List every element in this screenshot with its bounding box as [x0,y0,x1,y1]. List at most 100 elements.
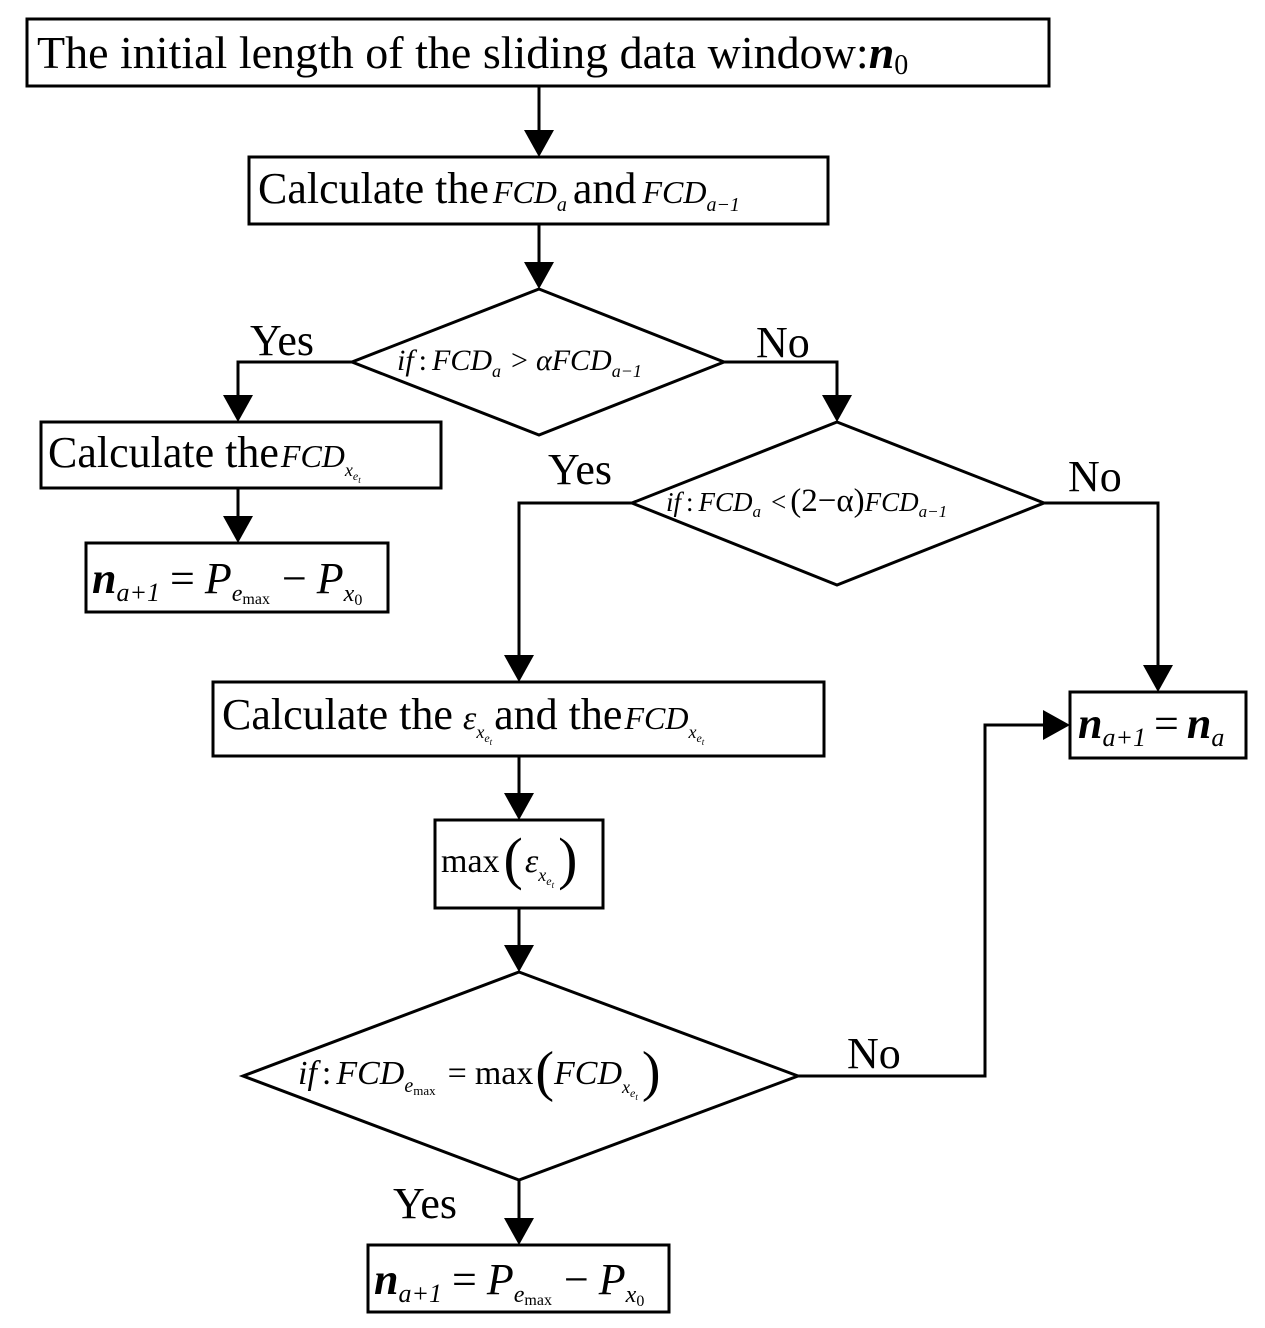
d3-colon: : [322,1055,331,1092]
nbottom-P: P [486,1255,514,1304]
svg-text:na+1=Pemax−Px0: na+1=Pemax−Px0 [92,554,362,609]
svg-text:Calculate theFCDxet: Calculate theFCDxet [48,428,361,485]
arrow-decision2-no [1044,501,1160,665]
calceps-sub-x: x [475,722,484,742]
d1-sub-a: a [492,361,501,381]
edge-labels: Yes No Yes No No Yes [250,316,1122,1228]
d1-if: if [397,344,417,377]
d3-lp: ( [535,1041,554,1103]
calc1-fcd-a1: FCD [641,174,706,210]
d3-eq: = [448,1055,467,1092]
arrowhead-decision3 [504,945,534,972]
d2-colon: : [686,487,694,517]
svg-text:na+1=na: na+1=na [1078,699,1224,752]
decision-2: if:FCDa<(2−α)FCDa−1 [627,420,1049,587]
nleft-sub-x: x [343,581,355,607]
d3-sub-max: max [413,1083,436,1098]
arrow-decision3-no [798,723,1043,1078]
start-box [25,17,1051,88]
n-right-node: na+1=na [1068,690,1248,760]
nleft-n: n [92,554,116,603]
label-no-3: No [847,1029,901,1078]
calceps-sub-t2: t [702,737,705,747]
nbottom-P2: P [598,1255,626,1304]
start-sub: 0 [894,50,908,81]
svg-text:max(εxet): max(εxet) [441,826,577,891]
arrowhead-n-right [1143,665,1173,692]
nright-sub-a: a [1211,723,1224,752]
arrowhead-calc-eps [504,655,534,682]
n-left-box [84,541,390,614]
label-yes-1: Yes [250,316,314,365]
arrowhead-n-bottom [504,1218,534,1245]
label-yes-3: Yes [393,1179,457,1228]
calceps-pre: Calculate the [222,690,453,739]
nright-eq: = [1154,699,1179,748]
calceps-eps: ε [463,700,477,737]
maxeps-max: max [441,843,500,880]
calcleft-sub-e: e [353,469,359,483]
nbottom-minus: − [564,1255,589,1304]
calc1-sub-a: a [557,194,567,216]
nright-n2: n [1187,699,1211,748]
calc-eps-box [211,680,826,758]
calc1-pre: Calculate the [258,164,489,213]
calcleft-fcd: FCD [280,438,345,474]
n-bottom-node: na+1=Pemax−Px0 [366,1243,671,1314]
calceps-sub-x2: x [687,722,696,742]
d3-fcd2: FCD [553,1055,622,1092]
nbottom-sub-max: max [524,1292,552,1309]
maxeps-eps: ε [525,843,539,880]
arrow-decision1-yes [236,360,352,395]
label-no-1: No [756,318,810,367]
arrow-decision2-yes [517,501,632,655]
nleft-sub-0: 0 [354,592,362,609]
d3-sub-t: t [635,1092,638,1102]
nleft-minus: − [282,554,307,603]
arrowhead-decision1 [524,262,554,289]
nleft-sub-max: max [242,591,270,608]
start-text: The initial length of the sliding data w… [37,27,869,78]
d1-fcd-a: FCD [431,344,492,377]
label-no-2: No [1068,452,1122,501]
nleft-P2: P [316,554,344,603]
nbottom-eq: = [452,1255,477,1304]
svg-text:The initial length of the slid: The initial length of the sliding data w… [37,27,908,81]
nbottom-sub-x: x [625,1282,637,1308]
nleft-sub-a1: a+1 [116,578,160,607]
n-left-node: na+1=Pemax−Px0 [84,541,390,614]
nleft-P: P [204,554,232,603]
calc-fcd-xet-left-node: Calculate theFCDxet [39,420,443,490]
svg-text:if:FCDemax=max(FCDxet): if:FCDemax=max(FCDxet) [298,1041,661,1103]
d1-op: > [511,344,528,377]
d3-rp: ) [642,1041,661,1103]
n-bottom-box [366,1243,671,1314]
d2-sub-a: a [753,502,762,521]
max-eps-box [433,818,605,910]
nbottom-n: n [374,1255,398,1304]
d2-fcd-a: FCD [698,487,754,517]
calceps-sub-e: e [484,731,490,745]
calc-left-box [39,420,443,490]
d2-op: < [771,487,786,517]
calceps-and-the: and the [494,690,622,739]
d3-sub-x: x [621,1077,630,1097]
decision-3: if:FCDemax=max(FCDxet) [238,970,803,1182]
maxeps-sub-t: t [552,880,555,890]
calcleft-pre: Calculate the [48,428,279,477]
label-yes-2: Yes [548,445,612,494]
decision-1-diamond [347,287,729,437]
d1-colon: : [419,344,427,377]
arrowhead-n-right-side [1043,710,1070,740]
arrowhead-decision2 [822,395,852,422]
maxeps-lp: ( [504,826,523,891]
d3-if: if [298,1055,321,1092]
n-right-box [1068,690,1248,760]
d1-fcd-a1: FCD [551,344,612,377]
nbottom-sub-0: 0 [636,1293,644,1310]
calceps-sub-e2: e [696,731,702,745]
start-node: The initial length of the sliding data w… [25,17,1051,88]
calc-fcd-box [247,155,830,226]
calc1-fcd-a: FCD [492,174,557,210]
